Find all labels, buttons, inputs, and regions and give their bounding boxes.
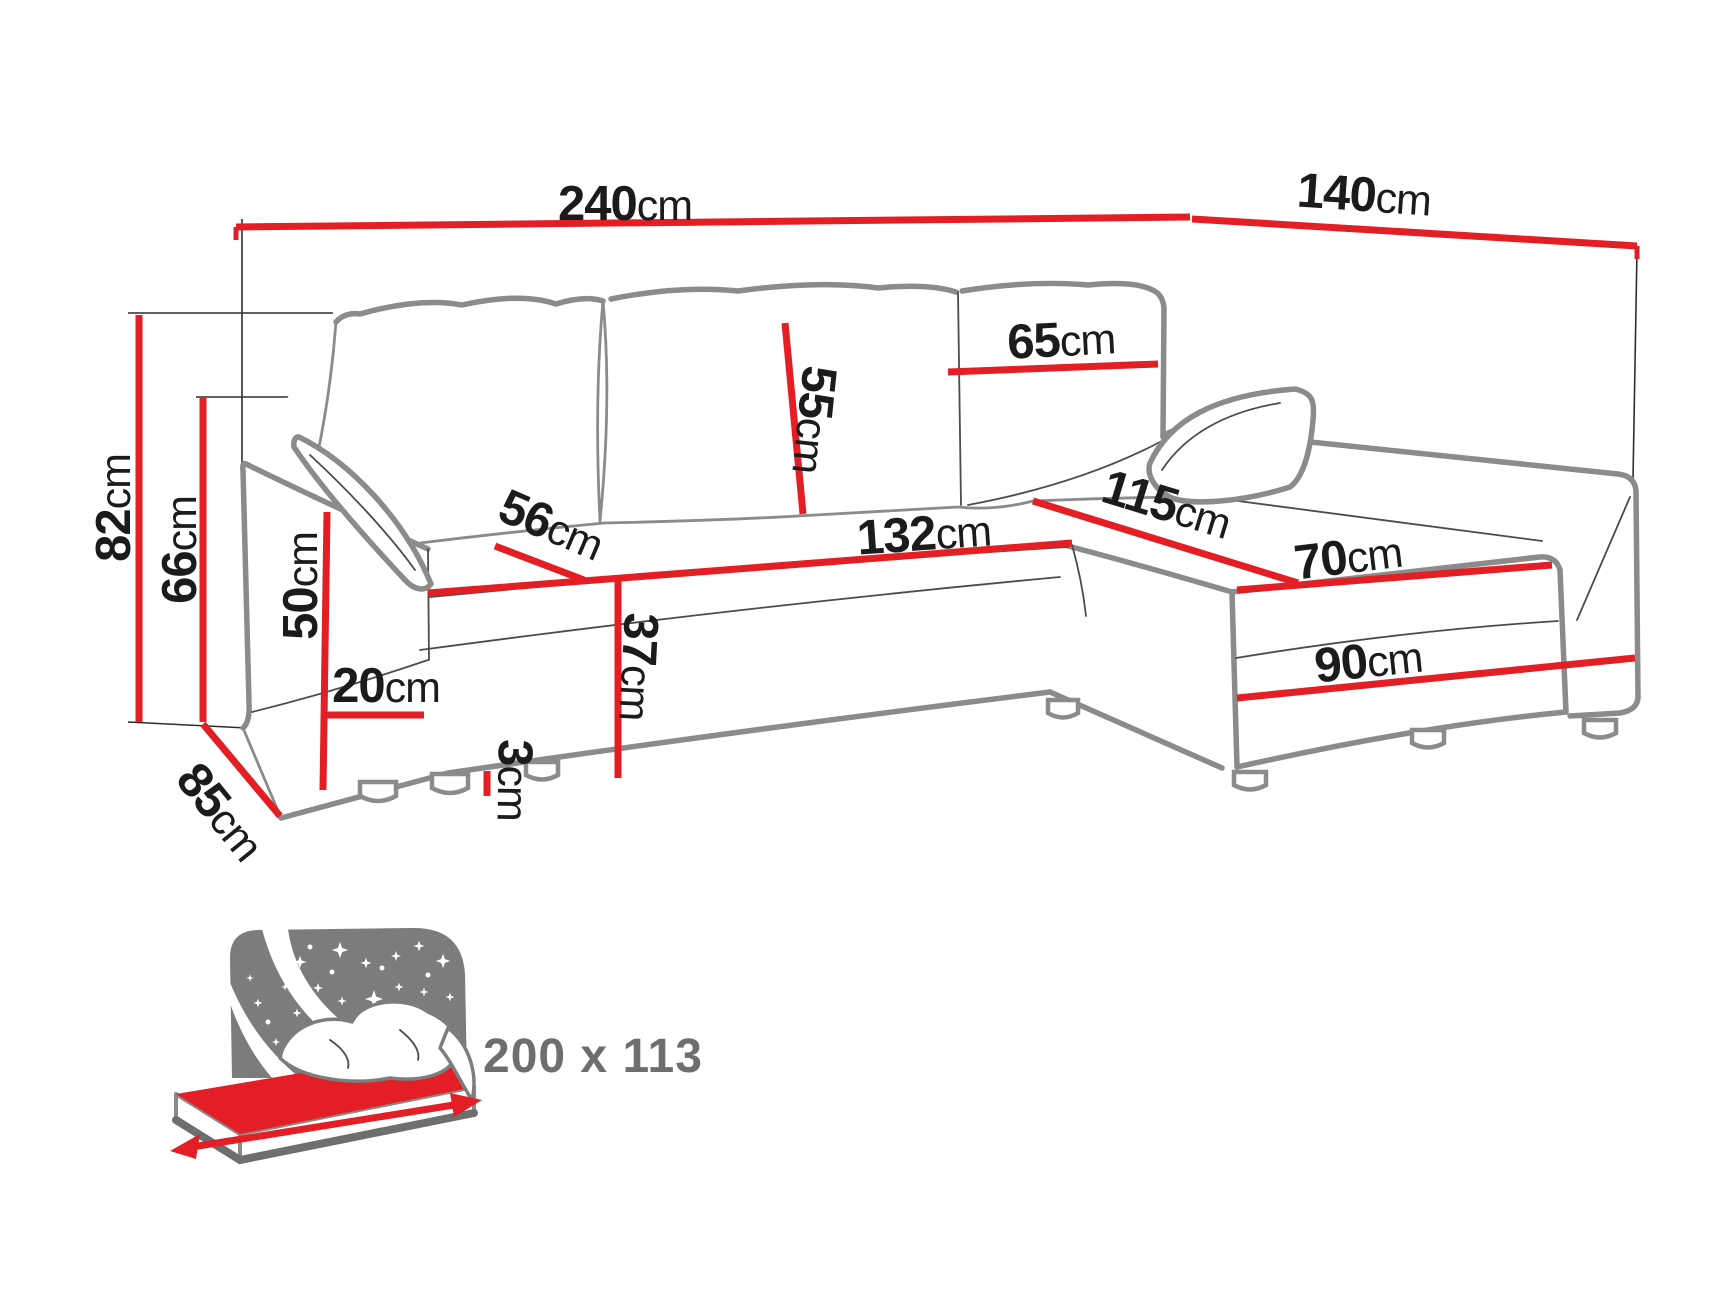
dim-line-seat-width (427, 539, 1073, 597)
label-corner-side-length: 90cm (1312, 629, 1425, 694)
label-total-width: 240cm (558, 177, 692, 231)
label-seat-height: 37cm (608, 611, 668, 722)
dim-line-corner-side-length (1236, 654, 1636, 702)
dim-line-back-cushion-height (781, 322, 807, 515)
dim-line-seat-depth (493, 542, 586, 584)
dim-line-armrest-height (319, 511, 331, 791)
dim-line-corner-seat-width (1236, 561, 1553, 594)
sleep-mattress-icon (170, 927, 482, 1165)
bed-size-label: 200 x 113 (483, 1030, 703, 1083)
corner-pillow (1146, 386, 1317, 505)
label-seat-width: 132cm (855, 502, 993, 565)
dimension-lines (135, 213, 1640, 819)
sofa-legs (357, 697, 1619, 804)
label-back-cushion-height: 55cm (781, 363, 846, 476)
extension-lines (127, 219, 1638, 729)
dim-line-total-width (235, 213, 1191, 231)
label-leg-height: 3cm (487, 739, 542, 822)
dim-line-total-depth (1191, 215, 1638, 250)
mattress (172, 1000, 478, 1165)
label-frame-height: 66cm (153, 496, 207, 604)
label-armrest-height: 50cm (274, 532, 328, 640)
label-total-depth: 140cm (1295, 163, 1433, 226)
dim-line-corner-seat-length (1031, 497, 1300, 587)
label-corner-seat-width: 70cm (1291, 524, 1405, 591)
bed-length-arrow (170, 1093, 482, 1159)
label-side-depth: 85cm (166, 753, 276, 871)
dim-line-back-cushion-width (947, 360, 1159, 376)
label-armrest-width: 20cm (332, 659, 440, 713)
label-back-cushion-width: 65cm (1006, 310, 1117, 370)
dim-line-side-depth (200, 721, 283, 819)
armrest-pillow (291, 434, 434, 592)
label-total-height: 82cm (87, 454, 141, 562)
